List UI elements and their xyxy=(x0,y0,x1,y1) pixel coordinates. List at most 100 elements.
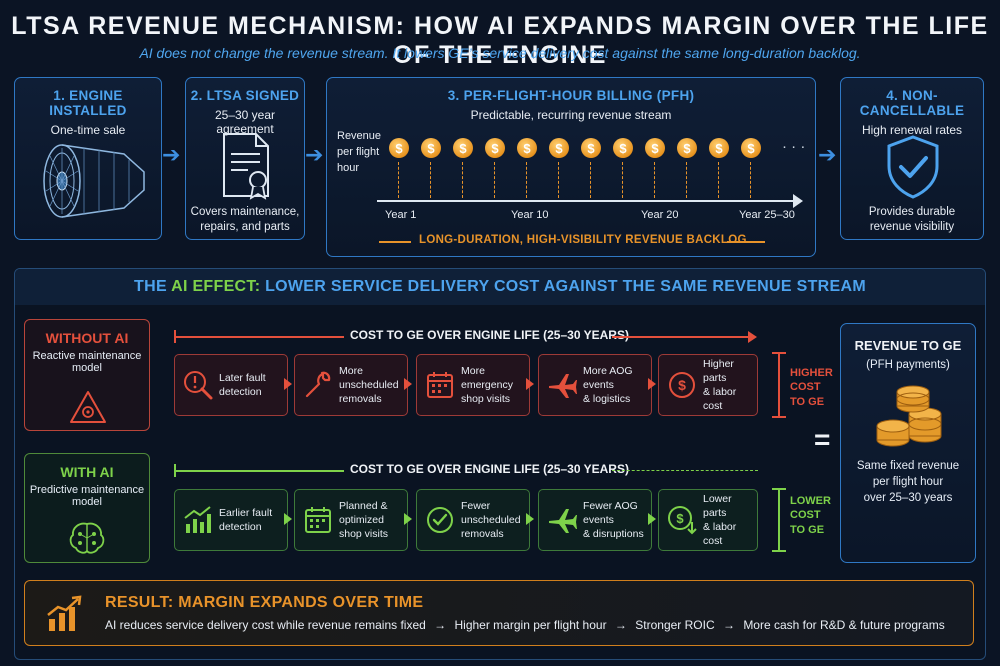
growth-chart-icon xyxy=(47,595,82,631)
without-step-label-line2: & logistics xyxy=(583,393,631,406)
pfh-backlog-line-right xyxy=(727,241,765,243)
pfh-tick-year-25-30: Year 25–30 xyxy=(739,209,795,221)
flow-arrow-1: ➔ xyxy=(162,142,181,167)
equals-sign: = xyxy=(814,424,831,455)
pfh-backlog-label: LONG-DURATION, HIGH-VISIBILITY REVENUE B… xyxy=(419,234,747,246)
with-cost-line-right xyxy=(612,470,758,471)
with-ai-label: WITH AI xyxy=(60,464,114,480)
dollar-coin-icon: $ xyxy=(677,138,697,158)
without-step-label-line2: removals xyxy=(339,393,382,406)
dollar-coin-icon: $ xyxy=(613,138,633,158)
with-outcome-2: COST xyxy=(790,509,821,522)
with-cost-start-tick xyxy=(174,464,176,477)
result-part-1: AI reduces service delivery cost while r… xyxy=(105,618,426,632)
coin-dash-line xyxy=(686,162,687,198)
with-step-arrow xyxy=(284,513,292,525)
with-step-3: Fewer unscheduled removals xyxy=(416,489,530,551)
with-ai-sub-2: model xyxy=(72,496,102,508)
pfh-backlog-line-left xyxy=(379,241,411,243)
brain-icon xyxy=(69,522,105,554)
with-step-arrow xyxy=(648,513,656,525)
dollar-coin-icon: $ xyxy=(453,138,473,158)
without-step-arrow xyxy=(526,378,534,390)
result-arrow-2: → xyxy=(614,618,627,632)
without-bracket xyxy=(778,352,780,418)
without-step-label: Higher parts& labor cost xyxy=(703,357,757,414)
ai-effect-title: THE AI EFFECT: LOWER SERVICE DELIVERY CO… xyxy=(0,278,1000,296)
without-bracket-top xyxy=(772,352,786,354)
with-cost-line-left xyxy=(174,470,344,472)
with-step-arrow xyxy=(526,513,534,525)
without-step-label-line1: More emergency xyxy=(461,364,513,391)
with-step-label-line1: Fewer unscheduled xyxy=(461,499,521,526)
result-sentence: AI reduces service delivery cost while r… xyxy=(105,618,945,632)
without-step-arrow xyxy=(404,378,412,390)
ai-effect-title-bar xyxy=(15,269,985,305)
flow-arrow-3: ➔ xyxy=(818,142,837,167)
step-noncancel-note-1: Provides durable xyxy=(868,206,956,218)
dollar-coin-icon: $ xyxy=(741,138,761,158)
revenue-note-3: over 25–30 years xyxy=(863,492,953,504)
without-step-label: More AOG events & logistics xyxy=(583,364,651,407)
without-step-label-line2: & labor cost xyxy=(703,386,737,413)
without-step-label-line1: Later fault xyxy=(219,371,266,384)
with-step-4: Fewer AOG events & disruptions xyxy=(538,489,652,551)
step-non-cancellable: 4. NON-CANCELLABLE High renewal rates Pr… xyxy=(840,77,984,240)
step-engine-installed: 1. ENGINE INSTALLED One-time sale xyxy=(14,77,162,240)
without-ai-sub-2: model xyxy=(72,362,102,374)
with-ai-box: WITH AI Predictive maintenance model xyxy=(24,453,150,563)
step-engine-installed-sub: One-time sale xyxy=(50,123,126,137)
with-step-5: $ Lower parts& labor cost xyxy=(658,489,758,551)
calendar-icon xyxy=(423,368,457,402)
without-step-4: More AOG events & logistics xyxy=(538,354,652,416)
step-ltsa-note-1: Covers maintenance, xyxy=(190,206,300,218)
pfh-axis-label-2: per flight xyxy=(337,146,380,158)
airplane-icon xyxy=(545,368,579,402)
step-pfh-billing: 3. PER-FLIGHT-HOUR BILLING (PFH) Predict… xyxy=(326,77,816,257)
dollar-down-icon: $ xyxy=(665,503,699,537)
with-step-label-line1: Fewer AOG events xyxy=(583,499,638,526)
revenue-to-ge-box: REVENUE TO GE (PFH payments) Same fixed … xyxy=(840,323,976,563)
pfh-tick-year-1: Year 1 xyxy=(385,209,417,221)
dollar-up-icon: $ xyxy=(665,368,699,402)
svg-text:$: $ xyxy=(676,511,684,526)
without-step-label-line1: Higher parts xyxy=(703,357,734,384)
without-cost-start-tick xyxy=(174,330,176,343)
with-step-label-line2: shop visits xyxy=(339,528,389,541)
result-arrow-1: → xyxy=(434,618,447,632)
without-step-label-line1: More AOG events xyxy=(583,364,633,391)
coin-dash-line xyxy=(590,162,591,198)
step-ltsa-title: 2. LTSA SIGNED xyxy=(190,88,300,103)
revenue-sub: (PFH payments) xyxy=(866,359,950,371)
trend-up-icon xyxy=(181,503,215,537)
alert-search-icon xyxy=(181,368,215,402)
step-ltsa-signed: 2. LTSA SIGNED 25–30 year agreement Cove… xyxy=(185,77,305,240)
without-cost-line-left xyxy=(174,336,344,338)
coin-dash-line xyxy=(494,162,495,198)
pfh-tick-year-10: Year 10 xyxy=(511,209,549,221)
coin-dash-line xyxy=(398,162,399,198)
dollar-coin-icon: $ xyxy=(549,138,569,158)
with-step-label-line2: & disruptions xyxy=(583,528,644,541)
coin-dash-line xyxy=(750,162,751,198)
page-title: LTSA REVENUE MECHANISM: HOW AI EXPANDS M… xyxy=(11,12,989,69)
with-bracket-bottom xyxy=(772,550,786,552)
coin-dash-line xyxy=(526,162,527,198)
pfh-timeline-axis xyxy=(377,200,797,202)
without-bracket-bottom xyxy=(772,416,786,418)
without-ai-box: WITHOUT AI Reactive maintenance model xyxy=(24,319,150,431)
wrench-icon xyxy=(301,368,335,402)
with-step-label-line2: removals xyxy=(461,528,504,541)
with-step-label: Fewer unscheduled removals xyxy=(461,499,529,542)
with-step-label: Lower parts& labor cost xyxy=(703,492,757,549)
step-engine-installed-title: 1. ENGINE INSTALLED xyxy=(49,88,127,118)
without-outcome-2: COST xyxy=(790,381,821,394)
with-step-arrow xyxy=(404,513,412,525)
with-step-label: Fewer AOG events & disruptions xyxy=(583,499,651,542)
